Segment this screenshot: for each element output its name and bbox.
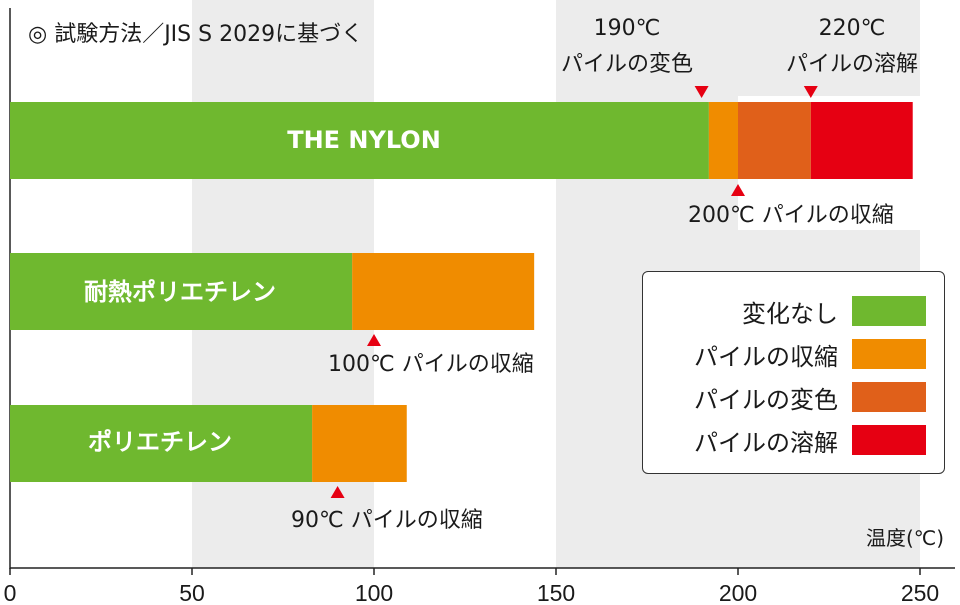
legend-swatch <box>852 339 926 369</box>
bar-segment <box>352 253 535 330</box>
x-tick-label: 0 <box>4 580 17 605</box>
x-tick-label: 100 <box>355 580 393 605</box>
background-band <box>738 0 920 96</box>
legend-item-melt: パイルの溶解 <box>694 425 926 457</box>
x-tick-label: 200 <box>719 580 757 605</box>
bar-segment <box>312 405 407 482</box>
annotation-220-temp: 220℃ <box>818 16 886 41</box>
marker-triangle-up <box>330 486 345 498</box>
annotation-90-shrink: 90℃ パイルの収縮 <box>291 508 483 533</box>
annotation-220-label: パイルの溶解 <box>785 52 919 77</box>
bar-segment <box>738 102 811 179</box>
annotation-200-shrink: 200℃ パイルの収縮 <box>688 203 894 228</box>
legend-item-discolor: パイルの変色 <box>694 382 926 414</box>
legend-label: パイルの溶解 <box>694 428 838 457</box>
legend-swatch <box>852 425 926 455</box>
bar-segment <box>10 102 709 179</box>
x-tick-label: 150 <box>537 580 575 605</box>
legend-item-no-change: 変化なし <box>742 296 926 328</box>
bar-segment <box>10 253 353 330</box>
bar-segment <box>10 405 313 482</box>
legend-item-shrink: パイルの収縮 <box>694 339 926 371</box>
marker-triangle-up <box>731 184 745 196</box>
legend-swatch <box>852 296 926 326</box>
annotation-190-temp: 190℃ <box>593 16 661 41</box>
annotation-190-label: パイルの変色 <box>560 52 694 77</box>
legend-label: パイルの収縮 <box>694 342 838 371</box>
bar-label-heat-resistant-polyethylene: 耐熱ポリエチレン <box>84 278 276 306</box>
bar-label-the-nylon: THE NYLON <box>287 126 441 154</box>
marker-triangle-down <box>694 86 709 98</box>
legend-label: パイルの変色 <box>694 385 838 414</box>
legend-swatch <box>852 382 926 412</box>
bar-label-polyethylene: ポリエチレン <box>88 428 232 456</box>
legend-label: 変化なし <box>742 299 838 328</box>
bar-segment <box>810 102 913 179</box>
chart-subtitle: ◎ 試験方法／JIS S 2029に基づく <box>28 22 364 47</box>
marker-triangle-down <box>803 86 818 98</box>
marker-triangle-up <box>367 334 381 346</box>
bar-segment <box>708 102 738 179</box>
x-tick-label: 50 <box>179 580 205 605</box>
x-tick-label: 250 <box>901 580 939 605</box>
legend: 変化なし パイルの収縮 パイルの変色 パイルの溶解 <box>642 271 945 474</box>
x-axis-title: 温度(℃) <box>866 526 945 550</box>
annotation-100-shrink: 100℃ パイルの収縮 <box>328 352 534 377</box>
